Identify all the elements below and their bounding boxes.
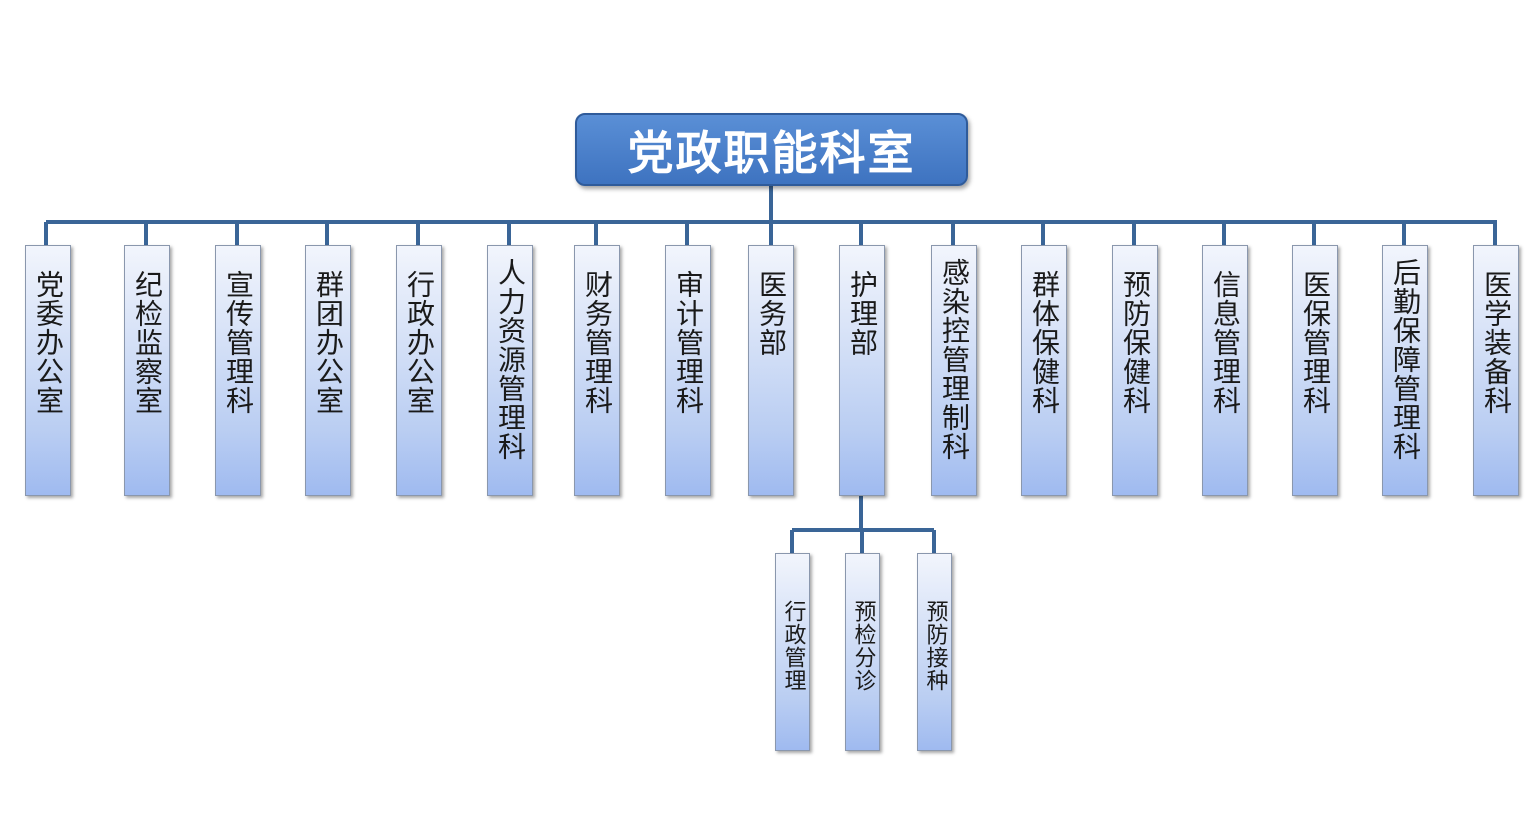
dept-node: 纪检监察室 [124, 245, 170, 496]
dept-node: 信息管理科 [1202, 245, 1248, 496]
dept-label: 纪检监察室 [131, 270, 164, 415]
dept-label: 医务部 [755, 270, 788, 357]
sub-dept-node: 预检分诊 [845, 553, 880, 751]
dept-label: 医保管理科 [1299, 270, 1332, 415]
dept-node: 行政办公室 [396, 245, 442, 496]
dept-label: 党委办公室 [32, 270, 65, 415]
sub-dept-label: 预检分诊 [850, 600, 876, 692]
dept-node: 预防保健科 [1112, 245, 1158, 496]
dept-node: 人力资源管理科 [487, 245, 533, 496]
dept-label: 后勤保障管理科 [1389, 258, 1422, 461]
dept-label: 行政办公室 [403, 270, 436, 415]
dept-node: 审计管理科 [665, 245, 711, 496]
dept-label: 财务管理科 [581, 270, 614, 415]
dept-node: 医学装备科 [1473, 245, 1519, 496]
dept-node: 医务部 [748, 245, 794, 496]
dept-label: 护理部 [846, 270, 879, 357]
dept-node: 后勤保障管理科 [1382, 245, 1428, 496]
sub-dept-node: 预防接种 [917, 553, 952, 751]
dept-label: 宣传管理科 [222, 270, 255, 415]
dept-label: 群体保健科 [1028, 270, 1061, 415]
dept-label: 预防保健科 [1119, 270, 1152, 415]
dept-node: 护理部 [839, 245, 885, 496]
dept-label: 审计管理科 [672, 270, 705, 415]
dept-node: 宣传管理科 [215, 245, 261, 496]
dept-node: 财务管理科 [574, 245, 620, 496]
dept-node: 群团办公室 [305, 245, 351, 496]
dept-node: 医保管理科 [1292, 245, 1338, 496]
dept-node: 党委办公室 [25, 245, 71, 496]
root-label: 党政职能科室 [627, 125, 916, 180]
sub-dept-node: 行政管理 [775, 553, 810, 751]
dept-node: 感染控管理制科 [931, 245, 977, 496]
dept-label: 医学装备科 [1480, 270, 1513, 415]
dept-label: 信息管理科 [1209, 270, 1242, 415]
dept-node: 群体保健科 [1021, 245, 1067, 496]
dept-label: 群团办公室 [312, 270, 345, 415]
sub-dept-label: 行政管理 [780, 600, 806, 692]
dept-label: 人力资源管理科 [494, 258, 527, 461]
sub-dept-label: 预防接种 [922, 600, 948, 692]
root-node: 党政职能科室 [575, 113, 968, 186]
dept-label: 感染控管理制科 [938, 258, 971, 461]
